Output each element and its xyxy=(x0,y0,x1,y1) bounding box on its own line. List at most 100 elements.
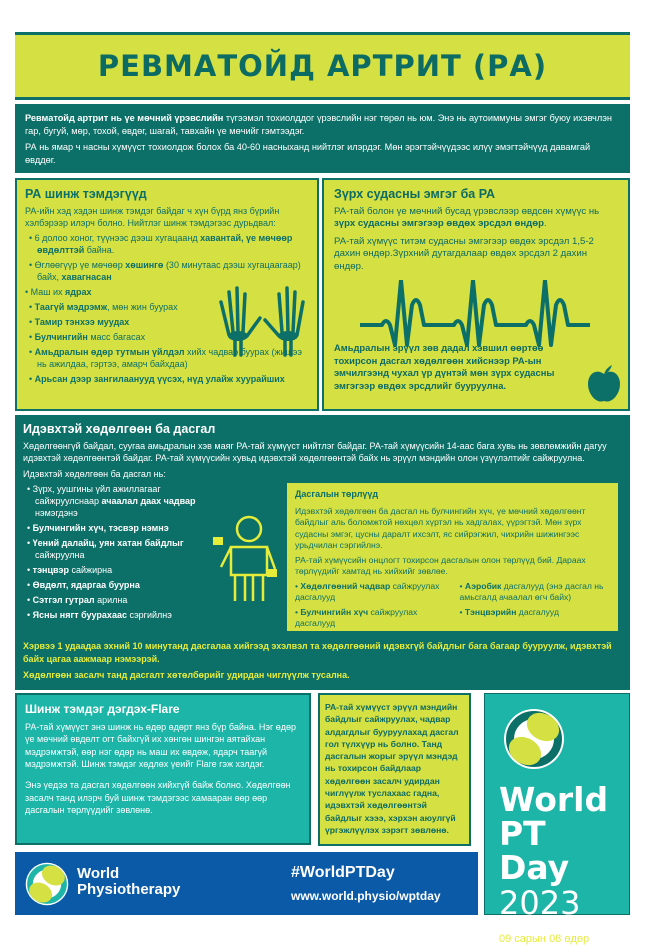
list-item-bold: Үений далайц, уян хатан байдлыг xyxy=(32,538,184,548)
exercise-benefits-list: Зүрх, уушгины үйл ажиллагааг сайжруулсна… xyxy=(23,483,213,621)
exercise-type-bold: Аэробик xyxy=(464,580,502,591)
list-item: Үений далайц, уян хатан байдлыг сайжруул… xyxy=(27,537,213,561)
list-item-bold: Өвдөлт, ядаргаа буурна xyxy=(32,580,140,590)
list-item-bold: Тамир тэнхээ муудах xyxy=(34,317,130,327)
exercise-heading: Идэвхтэй хөдөлгөөн ба дасгал xyxy=(23,422,216,436)
list-item: Булчингийн хүч, тэсвэр нэмнэ xyxy=(27,522,213,534)
list-item-bold: Арьсан дээр зангилаанууд үүсэх, нүд улай… xyxy=(34,374,285,384)
exercise-type-text: дасгалууд xyxy=(516,606,559,617)
types-heading: Дасгалын төрлүүд xyxy=(295,489,379,499)
list-item: Булчингийн масс багасах xyxy=(29,331,309,343)
types-p2: РА-тай хүмүүсийн онцлогт тохирсон дасгал… xyxy=(295,554,586,577)
list-item-text: сайжирна xyxy=(69,565,113,575)
list-item-text: масс багасах xyxy=(87,332,146,342)
list-item-bold: ядрах xyxy=(65,287,92,297)
list-item: Зүрх, уушгины үйл ажиллагааг сайжруулсна… xyxy=(27,483,213,519)
symptoms-list: 6 долоо хоног, түүнээс дээш хугацаанд ха… xyxy=(25,232,309,385)
list-item: Арьсан дээр зангилаанууд үүсэх, нүд улай… xyxy=(29,373,309,385)
intro-p1: Ревматойд артрит нь үе мөчний үрэвслийн … xyxy=(25,113,612,136)
exercise-type-item: • Булчингийн хүч сайжруулах дасгалууд xyxy=(295,606,418,629)
flare-p2: Энэ үедээ та дасгал хөдөлгөөн хийхгүй ба… xyxy=(25,779,291,816)
exercise-types-box: Дасгалын төрлүүд Идэвхтэй хөдөлгөөн ба д… xyxy=(285,481,620,633)
hashtag: #WorldPTDay xyxy=(291,864,395,881)
list-item: Сэтгэл гутрал арилна xyxy=(27,594,213,606)
advice-box: РА-тай хүмүүст эрүүл мэндийн байдлыг сай… xyxy=(318,693,471,846)
list-item-bold: Амьдралын өдөр тутмын үйлдэл xyxy=(34,347,185,357)
person-dumbbell-icon xyxy=(213,515,277,601)
symptoms-lead: РА-ийн хэд хэдэн шинж тэмдэг байдаг ч хү… xyxy=(25,206,280,228)
world-pt-day-box: World PT Day 2023 09 сарын 08 өдөр xyxy=(484,693,630,945)
list-item-text: сайжруулна xyxy=(35,550,85,560)
list-item-bold: ачаалал даах чадвар xyxy=(101,496,196,506)
list-item: Таагүй мэдрэмж, мөн жин буурах xyxy=(29,301,309,313)
list-item: Ясны нягт буурахаас сэргийлнэ xyxy=(27,609,213,621)
list-item-bold: хөшингө xyxy=(125,260,164,270)
types-p1: Идэвхтэй хөдөлгөөн ба дасгал нь булчинги… xyxy=(295,505,586,551)
wpt-date: 09 сарын 08 өдөр xyxy=(499,933,590,945)
list-item: тэнцвэр сайжирна xyxy=(27,564,213,576)
heart-p3: Амьдралын эрүүл зөв дадал хэвшил өөртөө … xyxy=(334,342,555,391)
flare-box: Шинж тэмдэг дэгдэх-Flare РА-тай хүмүүст … xyxy=(15,693,311,845)
exercise-type-bold: Булчингийн хүч xyxy=(300,606,369,617)
org-name-1: World xyxy=(77,865,120,882)
list-item-text: 6 долоо хоног, түүнээс дээш хугацаанд xyxy=(34,233,201,243)
exercise-type-bold: Хөдөлгөөний чадвар xyxy=(300,580,391,591)
intro-p2: РА нь ямар ч насны хүмүүст тохиолдож бол… xyxy=(25,142,591,165)
exercise-note-2: Хөдөлгөөн засалч танд дасгалт хөтөлбөрий… xyxy=(23,670,350,680)
exercise-list-lead: Идэвхтэй хөдөлгөөн ба дасгал нь: xyxy=(23,469,166,479)
list-item-text: нэмэгдэнэ xyxy=(35,508,78,518)
list-item: Өвдөлт, ядаргаа буурна xyxy=(27,579,213,591)
intro-box: Ревматойд артрит нь үе мөчний үрэвслийн … xyxy=(15,104,630,173)
list-item-bold: тэнцвэр xyxy=(32,565,70,575)
world-pt-day-logo xyxy=(504,709,564,769)
exercise-note-1: Хэрвээ 1 удаадаа эхний 10 минутанд дасга… xyxy=(23,641,612,664)
exercise-box: Идэвхтэй хөдөлгөөн ба дасгал Хөдөлгөөнгү… xyxy=(15,415,630,690)
world-physiotherapy-logo xyxy=(25,862,69,906)
symptoms-heading: РА шинж тэмдэгүүд xyxy=(25,187,147,201)
exercise-type-text: сайжруулах дасгалууд xyxy=(295,580,440,603)
list-item-text: Маш их xyxy=(30,287,66,297)
exercise-type-item: • Аэробик дасгалууд (энэ дасгал нь амьсг… xyxy=(459,580,604,603)
flare-heading: Шинж тэмдэг дэгдэх-Flare xyxy=(25,702,180,716)
flare-p1: РА-тай хүмүүст энэ шинж нь өдөр өдөрт ян… xyxy=(25,721,297,770)
heart-p2: РА-тай хүмүүс титэм судасны эмгэгээр өвд… xyxy=(334,235,594,272)
title-banner: РЕВМАТОЙД АРТРИТ (РА) xyxy=(15,32,630,100)
list-item-bold: хавагнасан xyxy=(61,272,112,282)
website-link[interactable]: www.world.physio/wptday xyxy=(291,889,441,903)
hand-skeleton-icon xyxy=(219,286,305,357)
exercise-lead: Хөдөлгөөнгүй байдал, суугаа амьдралын хэ… xyxy=(23,441,607,463)
exercise-type-text: сайжруулах дасгалууд xyxy=(295,606,418,629)
wpt-year: 2023 xyxy=(499,884,581,922)
list-item: 6 долоо хоног, түүнээс дээш хугацаанд ха… xyxy=(29,232,309,256)
list-item-text: (30 минутаас дээш хугацаагаар) байх, xyxy=(37,260,301,282)
list-item-bold: Булчингийн хүч, тэсвэр нэмнэ xyxy=(32,523,169,533)
exercise-type-item: • Хөдөлгөөний чадвар сайжруулах дасгалуу… xyxy=(295,580,440,603)
org-name-2: Physiotherapy xyxy=(77,881,181,898)
list-item: Тамир тэнхээ муудах xyxy=(29,316,309,328)
types-list: • Хөдөлгөөний чадвар сайжруулах дасгалуу… xyxy=(295,581,610,630)
list-item-bold: хавантай, үе мөчөөр өвдөлттэй xyxy=(37,233,293,255)
list-item-text: арилна xyxy=(94,595,128,605)
list-item-text: , мөн жин буурах xyxy=(107,302,178,312)
list-item: Маш их ядрах xyxy=(25,286,309,298)
list-item-text: Зүрх, уушгины үйл ажиллагааг сайжруулсна… xyxy=(32,484,161,506)
symptoms-box: РА шинж тэмдэгүүд РА-ийн хэд хэдэн шинж … xyxy=(15,178,319,411)
exercise-type-text: дасгалууд (энэ дасгал нь амьсгалд ачаала… xyxy=(459,580,604,603)
list-item-bold: Ясны нягт буурахаас xyxy=(32,610,127,620)
list-item-text: байна. xyxy=(84,245,115,255)
list-item-text: сэргийлнэ xyxy=(126,610,172,620)
wpt-line2: PT Day xyxy=(499,814,570,887)
apple-icon xyxy=(588,365,620,402)
heart-box: Зүрх судасны эмгэг ба РА РА-тай болон үе… xyxy=(322,178,630,411)
list-item: Өглөөгүүр үе мөчөөр хөшингө (30 минутаас… xyxy=(29,259,309,283)
list-item: Амьдралын өдөр тутмын үйлдэл хийх чадвар… xyxy=(29,346,309,370)
list-item-bold: Сэтгэл гутрал xyxy=(32,595,95,605)
heart-heading: Зүрх судасны эмгэг ба РА xyxy=(334,187,495,201)
exercise-type-bold: Тэнцвэрийн xyxy=(464,606,517,617)
page-title: РЕВМАТОЙД АРТРИТ (РА) xyxy=(97,49,548,83)
footer-banner: World Physiotherapy #WorldPTDay www.worl… xyxy=(15,852,478,915)
list-item-text: Өглөөгүүр үе мөчөөр xyxy=(34,260,126,270)
heartbeat-icon xyxy=(360,280,590,347)
list-item-bold: Булчингийн xyxy=(34,332,88,342)
wpt-line1: World xyxy=(499,780,609,819)
